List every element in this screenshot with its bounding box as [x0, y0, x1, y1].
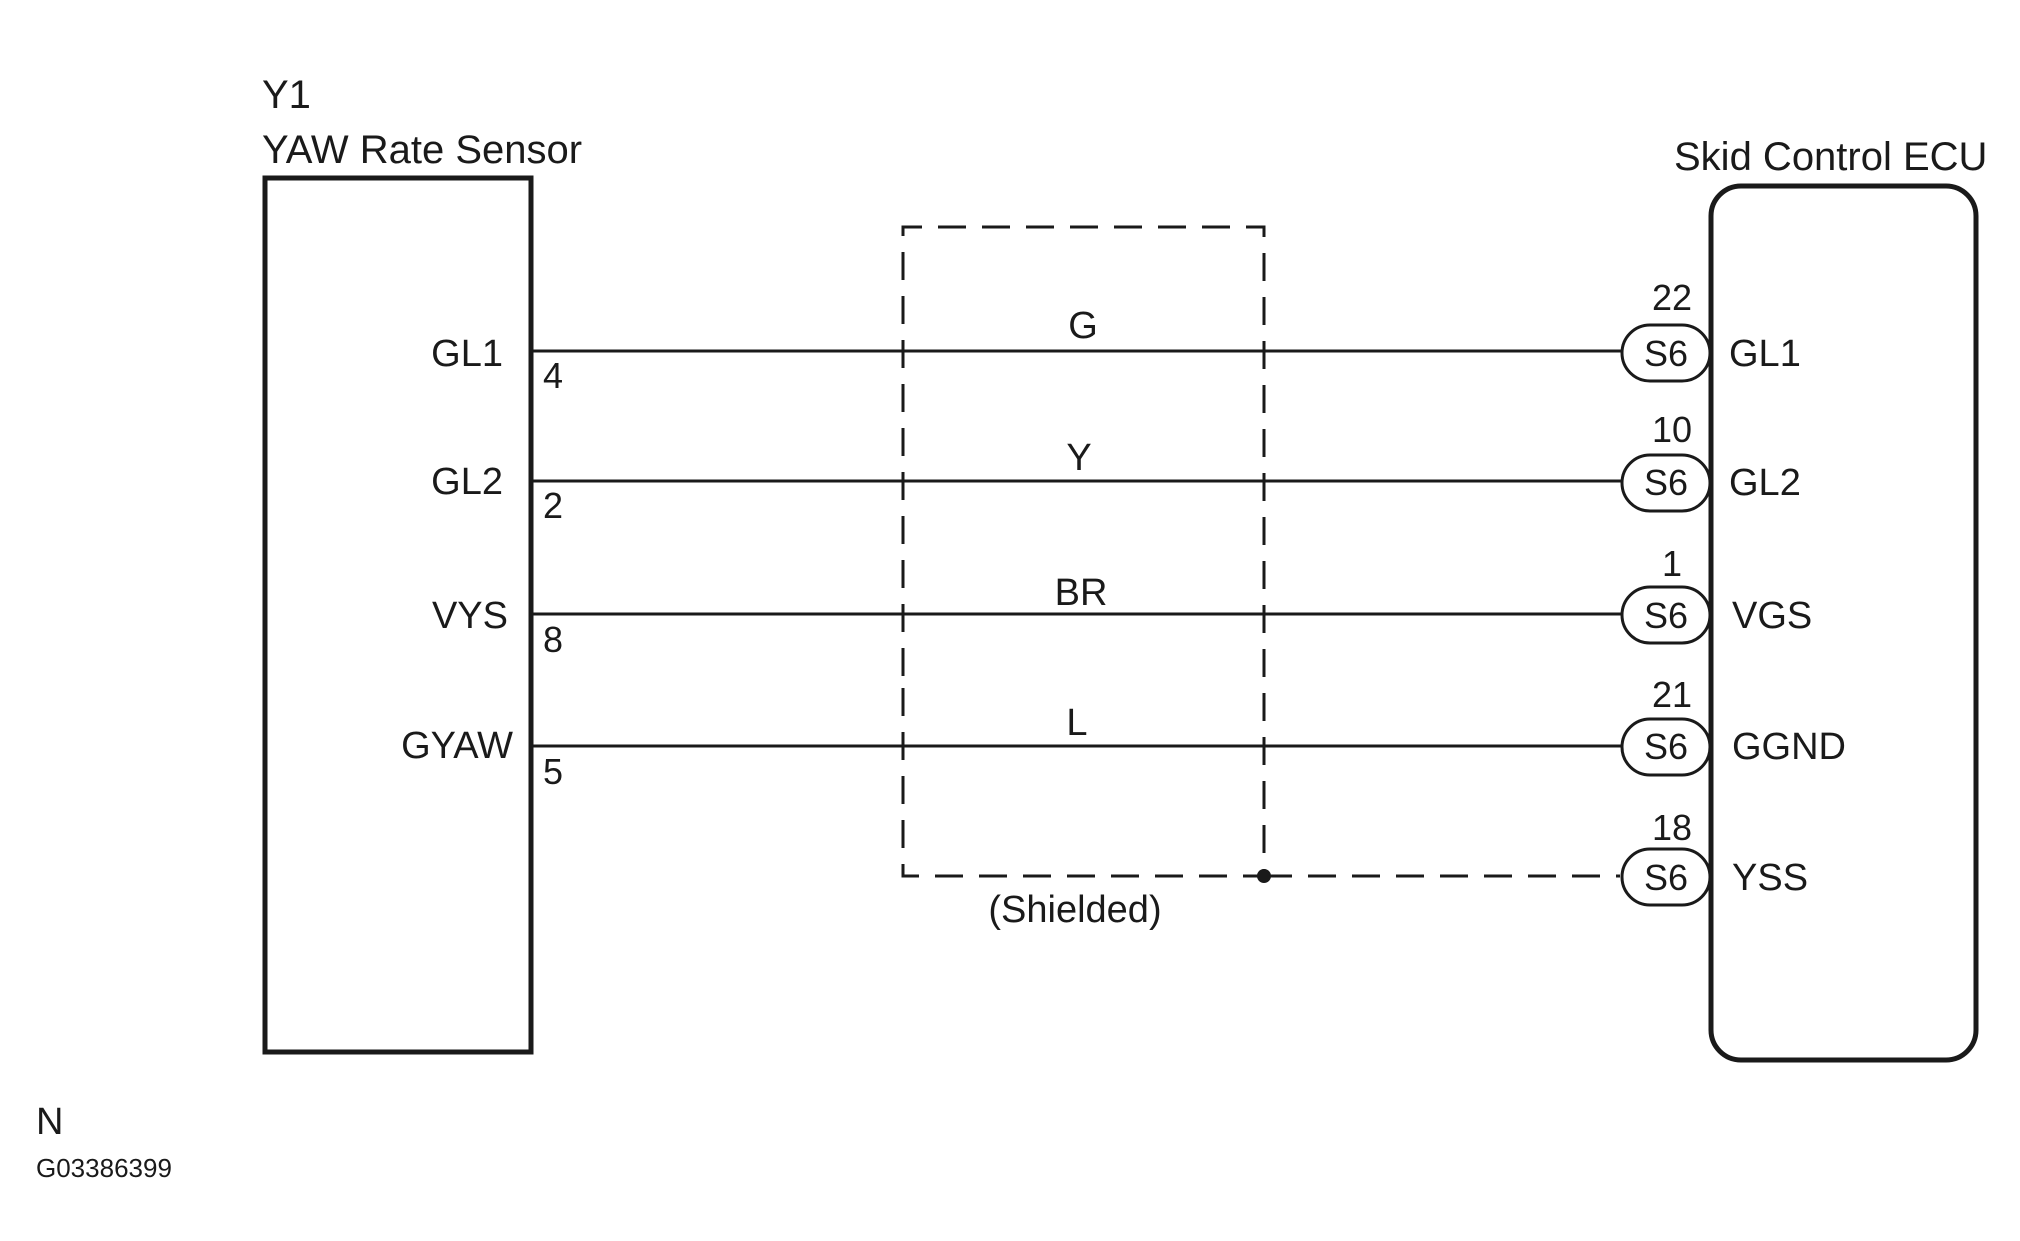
- sensor-name: YAW Rate Sensor: [262, 128, 582, 172]
- connector-oval: [1620, 585, 1712, 645]
- shield-box: [901, 225, 1266, 878]
- wire-gyaw: GYAW 5 L 21 S6 GGND: [401, 674, 1846, 792]
- ecu-name: Skid Control ECU: [1674, 135, 1987, 179]
- wire-vys: VYS 8 BR 1 S6 VGS: [432, 543, 1812, 660]
- ecu-terminal-label: GL2: [1729, 462, 1801, 504]
- connector-oval: [1620, 323, 1712, 383]
- connector-oval: [1620, 717, 1712, 777]
- connector-label: S6: [1644, 595, 1688, 636]
- sensor-pin-number: 4: [543, 355, 563, 396]
- ecu-pin-number: 22: [1652, 277, 1692, 318]
- connector-label: S6: [1644, 333, 1688, 374]
- sensor-pin-number: 5: [543, 751, 563, 792]
- wire-color-label: BR: [1055, 572, 1108, 614]
- sensor-pin-number: 8: [543, 619, 563, 660]
- ecu-terminal-label: GGND: [1732, 726, 1846, 768]
- ecu-pin-number: 18: [1652, 807, 1692, 848]
- connector-oval: [1620, 453, 1712, 513]
- connector-label: S6: [1644, 726, 1688, 767]
- connector-oval: [1620, 847, 1712, 907]
- shield-label: (Shielded): [988, 889, 1161, 931]
- sensor-id: Y1: [262, 73, 311, 117]
- sensor-terminal-label: GYAW: [401, 725, 513, 767]
- shield-junction-dot: [1257, 869, 1271, 883]
- ecu-pin-number: 1: [1662, 543, 1682, 584]
- wire-color-label: L: [1066, 702, 1087, 744]
- connector-label: S6: [1644, 857, 1688, 898]
- ecu-terminal-label: YSS: [1732, 857, 1808, 899]
- ecu-terminal-label: GL1: [1729, 333, 1801, 375]
- wire-color-label: Y: [1066, 437, 1091, 479]
- footer-letter: N: [36, 1101, 63, 1143]
- ecu-terminal-label: VGS: [1732, 595, 1812, 637]
- ecu-pin-number: 10: [1652, 409, 1692, 450]
- ecu-box: [1708, 183, 1979, 1063]
- footer-code: G03386399: [36, 1153, 172, 1183]
- ecu-pin-number: 21: [1652, 674, 1692, 715]
- sensor-terminal-label: GL2: [431, 461, 503, 503]
- wire-gl1: GL1 4 G 22 S6 GL1: [431, 277, 1801, 396]
- sensor-pin-number: 2: [543, 485, 563, 526]
- wire-color-label: G: [1068, 305, 1098, 347]
- shield-connector: 18 S6 YSS: [1620, 807, 1808, 907]
- connector-label: S6: [1644, 462, 1688, 503]
- sensor-terminal-label: GL1: [431, 333, 503, 375]
- sensor-terminal-label: VYS: [432, 595, 508, 637]
- wire-gl2: GL2 2 Y 10 S6 GL2: [431, 409, 1801, 526]
